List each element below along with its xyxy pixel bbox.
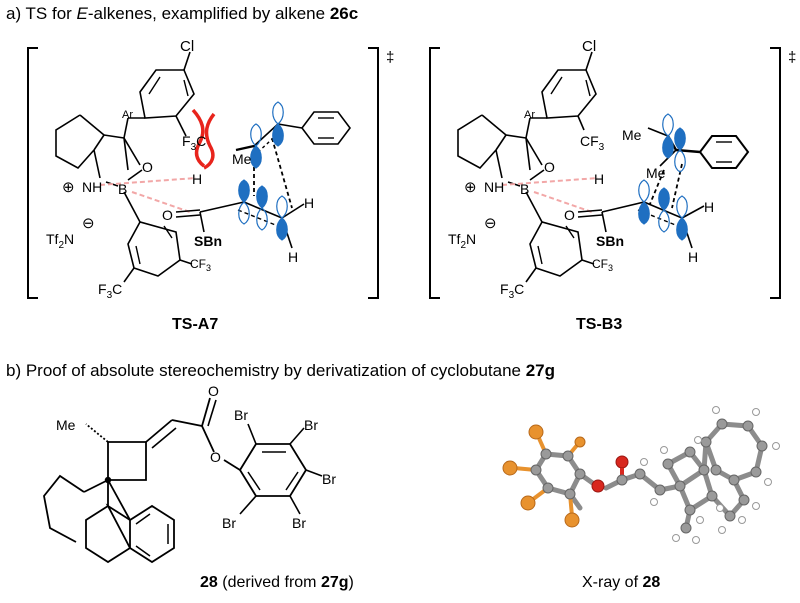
ts-b3-label: TS-B3 [576,316,623,333]
ts-a7-cf3-low: CF3 [190,257,211,273]
ts-a7-sbn: SBn [194,233,222,249]
ts-b3-plus: ⊕ [464,179,477,196]
ts-b3-aryl-ring-bottom [529,221,583,277]
xray-carbon-atoms [530,418,768,534]
ts-a7-pyrrolidine-ring [55,114,95,170]
compound-28-o-ester: O [210,449,221,465]
ts-a7-o-ring: O [142,159,153,175]
ts-a7-o-carbonyl: O [162,207,173,223]
ts-a7-structure: ‡ [27,38,394,301]
ts-a7-hbond [99,177,197,186]
ts-a7-label: TS-A7 [172,316,219,333]
section-a-title-compound: 26c [329,4,359,23]
ts-b3-me-mid: Me [646,165,666,181]
compound-28-caption-id: 28 [200,574,218,591]
ts-b3-tf2n: Tf2N [448,231,476,251]
ts-b3-phenyl-ring [698,135,750,169]
ts-b3-h1: H [704,199,714,215]
ts-b3-nh: NH [484,179,504,195]
xray-hydrogen-atoms [640,406,780,544]
compound-28-br5: Br [222,515,236,531]
ts-a7-cl: Cl [180,38,194,55]
ts-a7-tf2n: Tf2N [46,231,74,251]
compound-28-o-carbonyl: O [208,383,219,399]
compound-28-caption-mid: (derived from [217,574,321,591]
ts-a7-ar: Ar [122,109,133,121]
ts-a7-steric-clash-mark [191,108,206,168]
ts-b3-bracket-left [429,47,440,299]
ts-a7-aryl-ring-bottom [127,221,181,277]
section-a-title-italic: E [76,4,88,23]
compound-28-me: Me [56,417,76,433]
compound-28-caption-source: 27g [320,574,349,591]
cyclobutane-ring [107,441,147,481]
section-a-title-mid: -alkenes, examplified by alkene [87,4,330,23]
ts-a7-me: Me [232,151,252,167]
ts-a7-minus: ⊖ [82,215,95,232]
ts-b3-minus: ⊖ [484,215,497,232]
ts-a7-dagger: ‡ [386,49,394,66]
ts-b3-h-bridge: H [594,171,604,187]
ts-a7-nh: NH [82,179,102,195]
ts-b3-b: B [520,181,529,197]
compound-28-br2: Br [304,417,318,433]
ts-b3-h2: H [688,249,698,265]
compound-28-br3: Br [322,471,336,487]
ts-b3-pyrrolidine-ring [457,114,497,170]
xray-caption-prefix: X-ray of [582,574,643,591]
ts-a7-f3c-low: F3C [98,281,122,301]
ts-a7-orbitals [238,101,288,241]
ts-b3-o-ring: O [544,159,555,175]
ts-b3-cf3: CF3 [580,133,605,153]
ts-b3-ar: Ar [524,109,535,121]
compound-28-br1: Br [234,407,248,423]
xray-structure [502,406,780,544]
xray-caption: X-ray of 28 [582,574,660,592]
ts-a7-f3c-top: F3C [182,133,206,153]
section-b-title: b) Proof of absolute stereochemistry by … [6,361,555,381]
ts-b3-o-carbonyl: O [564,207,575,223]
ts-b3-me-top: Me [622,127,642,143]
section-b-title-compound: 27g [525,361,556,380]
ts-a7-h1: H [304,195,314,211]
ts-b3-bracket-right [770,47,781,299]
ts-b3-hbond [501,177,599,186]
ts-b3-structure: ‡ [429,38,796,301]
compound-28-br4: Br [292,515,306,531]
xray-bromine-atoms [502,424,586,528]
ts-a7-aryl-ring-top [139,69,195,119]
ts-b3-dagger: ‡ [788,49,796,66]
ts-b3-aryl-ring-top [541,69,597,119]
ts-a7-bracket-left [27,47,38,299]
ts-a7-h2: H [288,249,298,265]
section-b-title-prefix: b) Proof of absolute stereochemistry by … [6,361,526,380]
section-a-title: a) TS for E-alkenes, examplified by alke… [6,4,358,24]
compound-28-caption: 28 (derived from 27g) [200,574,354,592]
ts-b3-f3c-low: F3C [500,281,524,301]
ts-a7-plus: ⊕ [62,179,75,196]
xray-caption-id: 28 [642,574,661,591]
compound-28-caption-end: ) [348,574,354,591]
ts-b3-sbn: SBn [596,233,624,249]
ts-a7-phenyl-ring [301,111,351,145]
ts-a7-b: B [118,181,127,197]
ts-a7-h-bridge: H [192,171,202,187]
ts-a7-bracket-right [368,47,379,299]
compound-28-structure: Me O O Br Br Br Br Br [43,383,336,564]
ts-b3-cf3-low: CF3 [592,257,613,273]
section-a-title-prefix: a) TS for [6,4,77,23]
ts-b3-cl: Cl [582,38,596,55]
